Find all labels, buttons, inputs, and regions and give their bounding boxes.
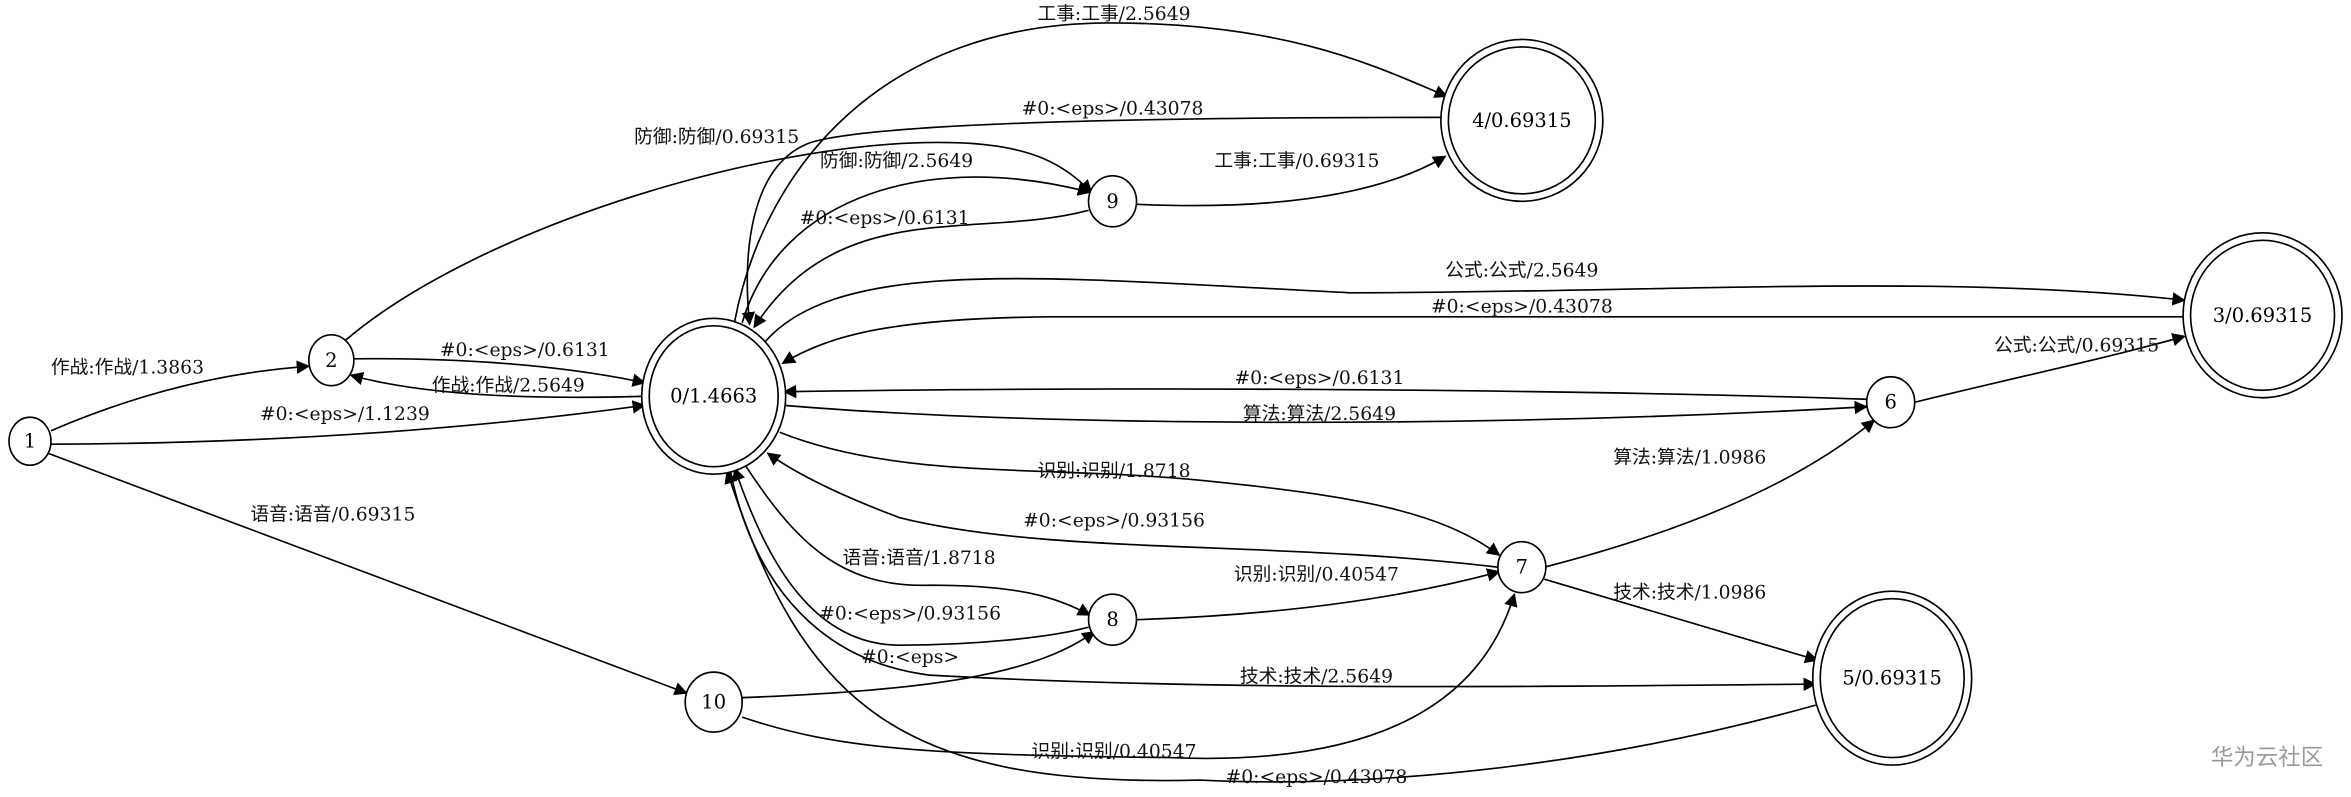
node-label: 10 — [701, 691, 726, 714]
node-4-final[interactable]: 4/0.69315 — [1440, 38, 1604, 203]
node-5-final[interactable]: 5/0.69315 — [1811, 590, 1973, 766]
edge-label: 公式:公式/2.5649 — [1445, 260, 1598, 281]
edge-label: #0:<eps>/0.93156 — [1023, 511, 1205, 532]
edge-5-0 — [724, 469, 1816, 783]
edge-7-0 — [766, 452, 1498, 568]
edge-label: #0:<eps>/0.43078 — [1022, 98, 1204, 119]
node-8[interactable]: 8 — [1087, 593, 1138, 646]
edge-0-2 — [349, 371, 645, 399]
edge-1-10 — [47, 452, 688, 696]
node-label: 8 — [1106, 608, 1118, 631]
edge-label: #0:<eps> — [861, 647, 959, 668]
edge-6-0 — [782, 384, 1867, 401]
node-10[interactable]: 10 — [684, 671, 744, 733]
edge-0-4 — [733, 22, 1449, 322]
node-label: 0/1.4663 — [670, 385, 757, 408]
node-label: 6 — [1884, 391, 1896, 414]
edge-labels: 作战:作战/1.3863 #0:<eps>/1.1239 语音:语音/0.693… — [51, 4, 2159, 788]
edge-9-0 — [753, 209, 1089, 329]
edge-label: 算法:算法/2.5649 — [1243, 404, 1396, 425]
edge-8-7 — [1136, 568, 1501, 621]
edge-label: 识别:识别/1.8718 — [1037, 461, 1190, 482]
watermark: 华为云社区 — [2211, 745, 2323, 771]
node-label: 7 — [1516, 556, 1528, 579]
edge-10-8 — [742, 630, 1096, 699]
node-label: 4/0.69315 — [1472, 109, 1572, 132]
node-label: 5/0.69315 — [1842, 667, 1942, 690]
node-label: 9 — [1106, 190, 1118, 213]
edge-label: #0:<eps>/0.6131 — [800, 208, 970, 229]
edge-label: #0:<eps>/0.6131 — [440, 340, 610, 361]
edge-7-6 — [1544, 419, 1876, 568]
node-label: 3/0.69315 — [2213, 304, 2313, 327]
edge-6-3 — [1914, 333, 2186, 404]
node-label: 2 — [325, 349, 337, 372]
edge-label: 工事:工事/2.5649 — [1037, 4, 1190, 25]
edge-label: 算法:算法/1.0986 — [1613, 448, 1766, 469]
edge-1-2 — [50, 360, 311, 432]
edge-label: #0:<eps>/0.6131 — [1234, 368, 1404, 389]
edge-2-0 — [353, 357, 647, 387]
edge-label: 防御:防御/2.5649 — [820, 151, 973, 172]
edge-9-4 — [1136, 155, 1447, 207]
node-1[interactable]: 1 — [8, 416, 52, 467]
edge-label: #0:<eps>/0.43078 — [1226, 767, 1408, 788]
edge-7-5 — [1544, 578, 1819, 664]
edge-0-8 — [744, 464, 1092, 616]
node-0-final[interactable]: 0/1.4663 — [640, 317, 787, 476]
edge-1-0 — [50, 400, 647, 446]
node-6[interactable]: 6 — [1865, 375, 1916, 429]
node-label: 1 — [24, 430, 36, 453]
node-9[interactable]: 9 — [1087, 175, 1138, 228]
edge-label: 技术:技术/2.5649 — [1240, 667, 1393, 688]
edge-4-0 — [741, 116, 1444, 326]
edge-0-5 — [729, 469, 1818, 691]
edge-label: 识别:识别/0.40547 — [1234, 565, 1399, 586]
node-7[interactable]: 7 — [1497, 540, 1547, 594]
edge-label: 作战:作战/2.5649 — [432, 376, 585, 397]
edge-label: #0:<eps>/1.1239 — [260, 404, 430, 425]
edge-0-9 — [741, 176, 1092, 324]
edge-label: #0:<eps>/0.93156 — [819, 604, 1001, 625]
edge-label: 防御:防御/0.69315 — [634, 127, 799, 148]
edge-10-7 — [741, 592, 1518, 760]
edge-label: 语音:语音/0.69315 — [250, 505, 415, 526]
edge-0-3 — [764, 277, 2186, 343]
edge-label: 识别:识别/0.40547 — [1032, 742, 1197, 763]
node-2[interactable]: 2 — [308, 333, 355, 387]
edge-label: 技术:技术/1.0986 — [1613, 583, 1766, 604]
edge-3-0 — [781, 315, 2184, 364]
edge-8-0 — [732, 466, 1089, 646]
edge-2-9 — [344, 141, 1093, 342]
edge-label: 作战:作战/1.3863 — [51, 358, 204, 379]
edge-0-6 — [782, 400, 1869, 424]
edges — [47, 22, 2186, 783]
node-3-final[interactable]: 3/0.69315 — [2182, 231, 2343, 399]
edge-label: 工事:工事/0.69315 — [1214, 151, 1379, 172]
edge-label: #0:<eps>/0.43078 — [1431, 296, 1613, 317]
edge-0-7 — [779, 431, 1501, 556]
edge-label: 语音:语音/1.8718 — [843, 548, 996, 569]
edge-label: 公式:公式/0.69315 — [1994, 335, 2159, 356]
